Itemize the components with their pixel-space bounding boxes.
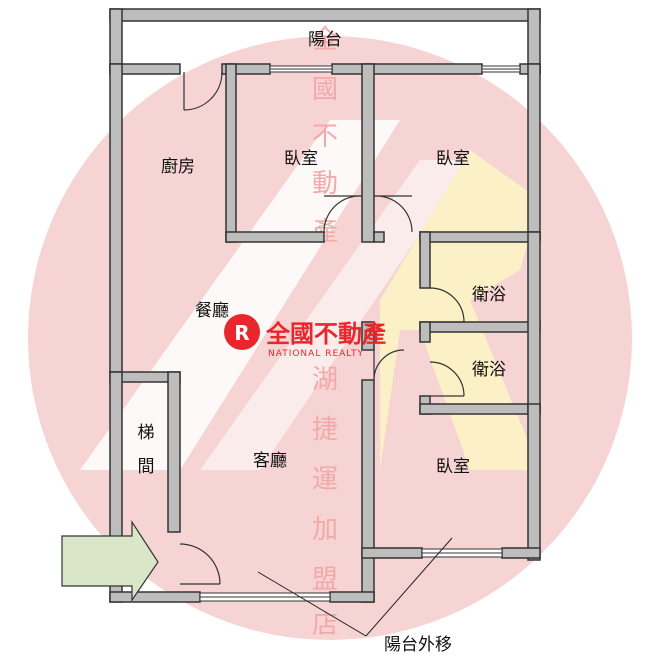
- wm-char: 全: [312, 25, 338, 55]
- wm-char: 運: [312, 465, 338, 495]
- brand-logo-circle: [224, 314, 260, 350]
- watermark-r-letter: [380, 150, 540, 470]
- wall-h2-c: [331, 63, 483, 75]
- brand-name: 全國不動產: [265, 320, 386, 348]
- door-bath2-arc: [429, 361, 465, 397]
- wall-bed3-bottom-b: [501, 547, 541, 559]
- label-balcony: 陽台: [308, 30, 342, 50]
- annotation-label: 陽台外移: [384, 635, 452, 655]
- label-living: 客廳: [253, 451, 287, 471]
- wm-char: 湖: [312, 365, 338, 395]
- entry-arrow: [61, 519, 159, 602]
- walls: [109, 8, 541, 603]
- annotation-lines: [257, 537, 453, 637]
- wm-char: 盟: [312, 565, 338, 595]
- brand-logo: R 全國不動產 NATIONAL REALTY: [224, 314, 386, 359]
- wall-bottom-a: [109, 591, 201, 603]
- wall-right-bath: [527, 231, 541, 415]
- label-bath-2: 衛浴: [472, 360, 506, 380]
- wall-right-upper: [527, 63, 541, 241]
- label-stairwell-1: 梯: [138, 423, 155, 443]
- door-bath1-arc: [429, 287, 465, 323]
- label-dining: 餐廳: [195, 301, 229, 321]
- wall-bed1-bottom: [225, 231, 325, 243]
- wall-central-a: [361, 321, 375, 351]
- watermark-slash-2: [200, 160, 470, 470]
- windows: [199, 65, 521, 602]
- wall-bed2-bottom: [419, 231, 541, 243]
- wall-left: [109, 63, 123, 375]
- label-bedroom-1: 臥室: [284, 149, 318, 169]
- wall-stair-right: [167, 371, 181, 533]
- label-bath-1: 衛浴: [472, 285, 506, 305]
- wm-char: 動: [312, 169, 338, 199]
- annotation-line-1: [257, 571, 367, 637]
- wall-bed2-bottom-a: [373, 231, 385, 243]
- label-stairwell-2: 間: [138, 457, 155, 477]
- doors: [179, 71, 465, 585]
- wall-bath-left-a: [419, 231, 431, 289]
- wall-bed3-bottom-a: [361, 547, 423, 559]
- wall-bottom-b: [329, 591, 375, 603]
- wm-char: 店: [312, 610, 338, 640]
- wall-bath-left-b: [419, 321, 431, 343]
- wall-bed3-right: [527, 403, 541, 561]
- label-kitchen: 廚房: [161, 156, 195, 177]
- label-bedroom-3: 臥室: [436, 457, 470, 477]
- wall-bath-bottom: [419, 403, 541, 415]
- brand-logo-mark: R: [234, 321, 249, 345]
- label-bedroom-2: 臥室: [436, 149, 470, 169]
- wall-balcony-top: [109, 8, 541, 22]
- room-labels: 陽台 廚房 臥室 臥室 衛浴 衛浴 餐廳 梯 間 客廳 臥室: [138, 30, 507, 477]
- door-entry-arc: [179, 543, 221, 585]
- door-kitchen-arc: [183, 71, 223, 111]
- wm-char: 不: [312, 122, 338, 152]
- annotation-line-2: [365, 537, 453, 637]
- door-bed2-arc: [373, 195, 413, 233]
- wall-bed1-right: [361, 63, 375, 243]
- wm-char: 國: [312, 75, 338, 105]
- door-bed3-arc: [373, 349, 405, 381]
- brand-name-en: NATIONAL REALTY: [268, 349, 364, 359]
- wm-char: 加: [312, 515, 338, 545]
- wall-bath-mid: [419, 321, 541, 333]
- wall-central: [361, 379, 375, 603]
- wall-bed1-left: [225, 63, 237, 243]
- door-bed1-arc: [323, 195, 363, 233]
- wm-char: 捷: [312, 415, 338, 445]
